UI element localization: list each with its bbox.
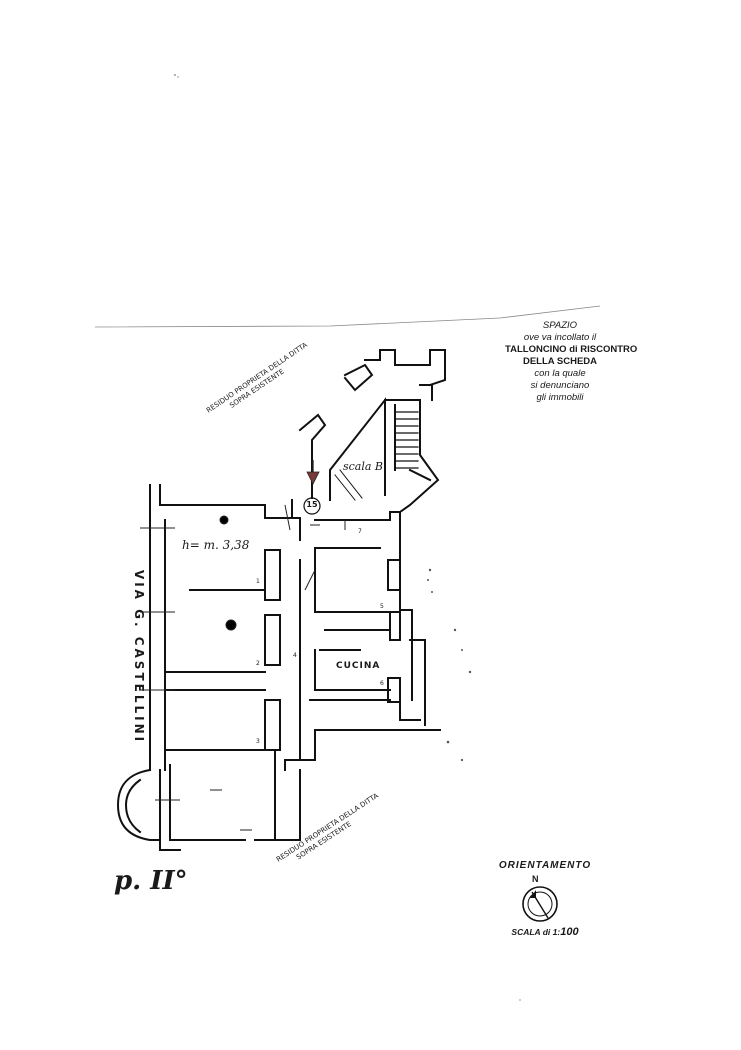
stamp-line-1: SPAZIO bbox=[542, 320, 578, 331]
scale-label: SCALA di 1:100 bbox=[490, 926, 600, 938]
stamp-line-2: ove va incollato il bbox=[523, 332, 597, 343]
paper-edge-line bbox=[94, 305, 601, 328]
stair-label: scala B. bbox=[343, 460, 387, 473]
scan-noise bbox=[174, 74, 521, 1001]
orientation-block: ORIENTAMENTO N SCALA di 1:100 bbox=[490, 860, 600, 938]
scale-value: 100 bbox=[560, 926, 579, 938]
street-name-label: VIA G. CASTELLINI bbox=[132, 569, 147, 745]
stamp-line-4: DELLA SCHEDA bbox=[522, 356, 598, 367]
orientation-title: ORIENTAMENTO bbox=[498, 860, 592, 871]
entrance-arrow-icon bbox=[306, 460, 320, 485]
unit-number-circle bbox=[303, 497, 321, 515]
floor-label: p. II° bbox=[114, 866, 188, 896]
stamp-line-6: si denunciano bbox=[530, 380, 590, 391]
room-number: 7 bbox=[358, 528, 362, 535]
room-number: 5 bbox=[380, 603, 384, 610]
dimension-ticks bbox=[140, 504, 346, 831]
scale-prefix: SCALA di 1: bbox=[511, 927, 561, 937]
compass-icon bbox=[522, 886, 558, 922]
room-number: 6 bbox=[380, 680, 384, 687]
stamp-box: SPAZIO ove va incollato il TALLONCINO di… bbox=[505, 320, 638, 404]
room-number: 3 bbox=[256, 738, 260, 745]
stamp-line-7: gli immobili bbox=[536, 392, 584, 403]
stamp-line-3: TALLONCINO di RISCONTRO bbox=[505, 344, 638, 355]
stamp-line-5: con la quale bbox=[534, 368, 586, 379]
kitchen-label: CUCINA bbox=[336, 661, 381, 671]
unit-number: 15 bbox=[306, 500, 318, 509]
room-number: 2 bbox=[256, 660, 260, 667]
height-note: h= m. 3,38 bbox=[182, 538, 250, 552]
plan-walls bbox=[116, 349, 446, 851]
room-number: 4 bbox=[293, 652, 297, 659]
room-number: 1 bbox=[256, 578, 260, 585]
north-label: N bbox=[532, 874, 539, 884]
